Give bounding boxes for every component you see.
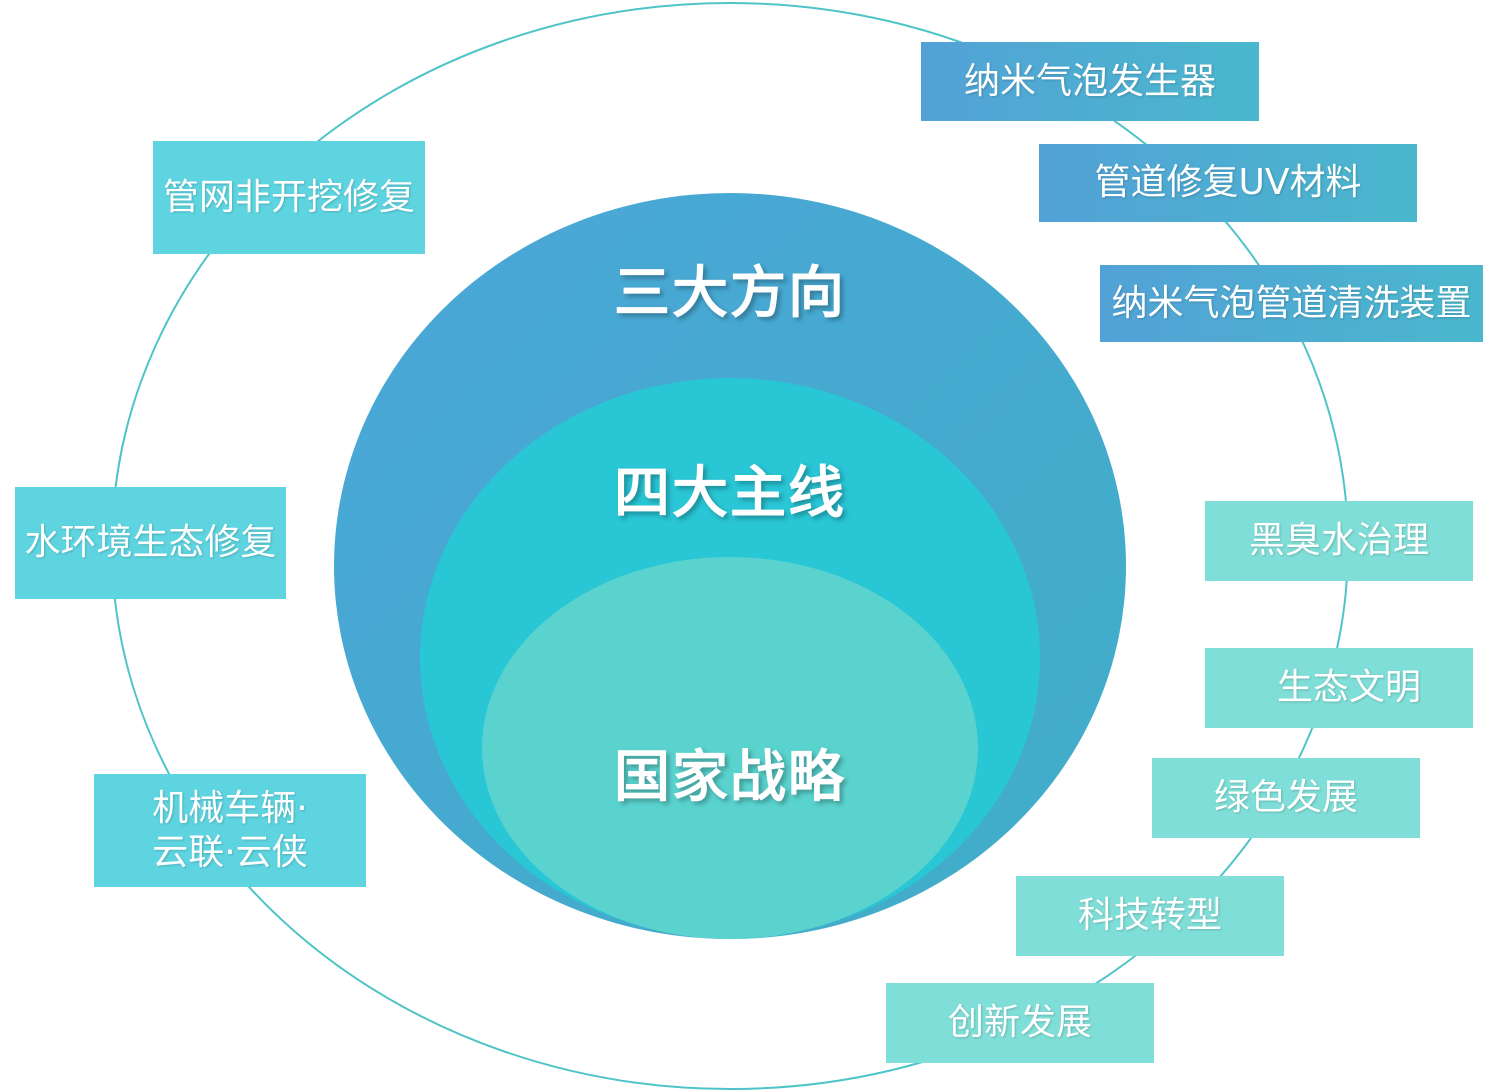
box-water-ecology-repair: 水环境生态修复 xyxy=(15,487,286,599)
box-tech-transformation: 科技转型 xyxy=(1016,876,1284,956)
box-green-development: 绿色发展 xyxy=(1152,758,1420,838)
box-vehicles-line1: 机械车辆· xyxy=(152,788,308,830)
box-eco-civilization: 生态文明 xyxy=(1205,648,1473,728)
middle-label-four-mainlines: 四大主线 xyxy=(614,460,846,526)
box-trenchless-repair: 管网非开挖修复 xyxy=(153,141,425,254)
box-nano-bubble-generator: 纳米气泡发生器 xyxy=(921,42,1259,121)
box-innovation-development: 创新发展 xyxy=(886,983,1154,1063)
inner-label-national-strategy: 国家战略 xyxy=(614,744,846,810)
box-nano-bubble-pipe-cleaner: 纳米气泡管道清洗装置 xyxy=(1100,265,1483,342)
inner-ellipse xyxy=(482,557,978,939)
box-pipe-uv-material: 管道修复UV材料 xyxy=(1039,144,1417,222)
box-vehicles: 机械车辆· 云联·云侠 xyxy=(94,774,366,887)
box-vehicles-line2: 云联·云侠 xyxy=(152,831,308,873)
outer-label-three-directions: 三大方向 xyxy=(614,260,846,326)
box-black-odorous-water: 黑臭水治理 xyxy=(1205,501,1473,581)
